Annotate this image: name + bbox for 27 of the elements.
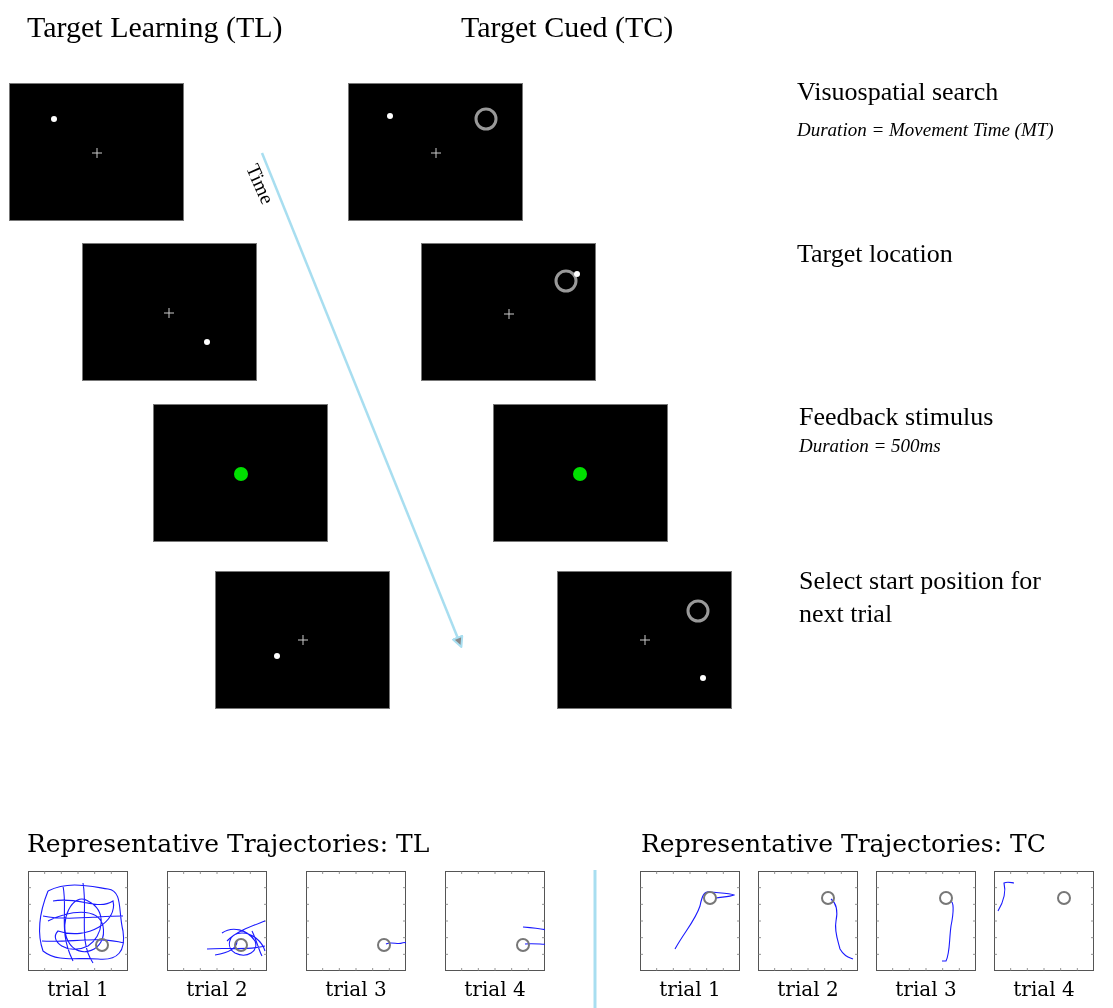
trial-caption: trial 2 bbox=[186, 977, 248, 1001]
trial-caption: trial 3 bbox=[895, 977, 957, 1001]
text-label: Select start position for next trial bbox=[799, 565, 1042, 630]
trial-caption: trial 1 bbox=[659, 977, 721, 1001]
trial-caption: trial 2 bbox=[777, 977, 839, 1001]
text-label: Target location bbox=[797, 238, 953, 270]
text-label: Representative Trajectories: TL bbox=[27, 828, 430, 860]
stimulus-screen bbox=[348, 83, 523, 221]
text-label: Representative Trajectories: TC bbox=[641, 828, 1046, 860]
trial-caption: trial 4 bbox=[1013, 977, 1075, 1001]
stimulus-screen bbox=[215, 571, 390, 709]
text-label: Duration = Movement Time (MT) bbox=[797, 118, 1054, 142]
text-label: Visuospatial search bbox=[797, 76, 999, 108]
stimulus-screen bbox=[153, 404, 328, 542]
trial-caption: trial 4 bbox=[464, 977, 526, 1001]
trial-caption: trial 3 bbox=[325, 977, 387, 1001]
stimulus-screen bbox=[9, 83, 184, 221]
stimulus-screen bbox=[493, 404, 668, 542]
stimulus-screen bbox=[557, 571, 732, 709]
stimulus-screen bbox=[82, 243, 257, 381]
trial-caption: trial 1 bbox=[47, 977, 109, 1001]
text-label: Target Cued (TC) bbox=[461, 9, 674, 45]
text-label: Feedback stimulus bbox=[799, 401, 994, 433]
text-label: Duration = 500ms bbox=[799, 434, 941, 458]
stimulus-screen bbox=[421, 243, 596, 381]
axis-label: Time bbox=[241, 160, 280, 209]
text-label: Target Learning (TL) bbox=[27, 9, 283, 45]
